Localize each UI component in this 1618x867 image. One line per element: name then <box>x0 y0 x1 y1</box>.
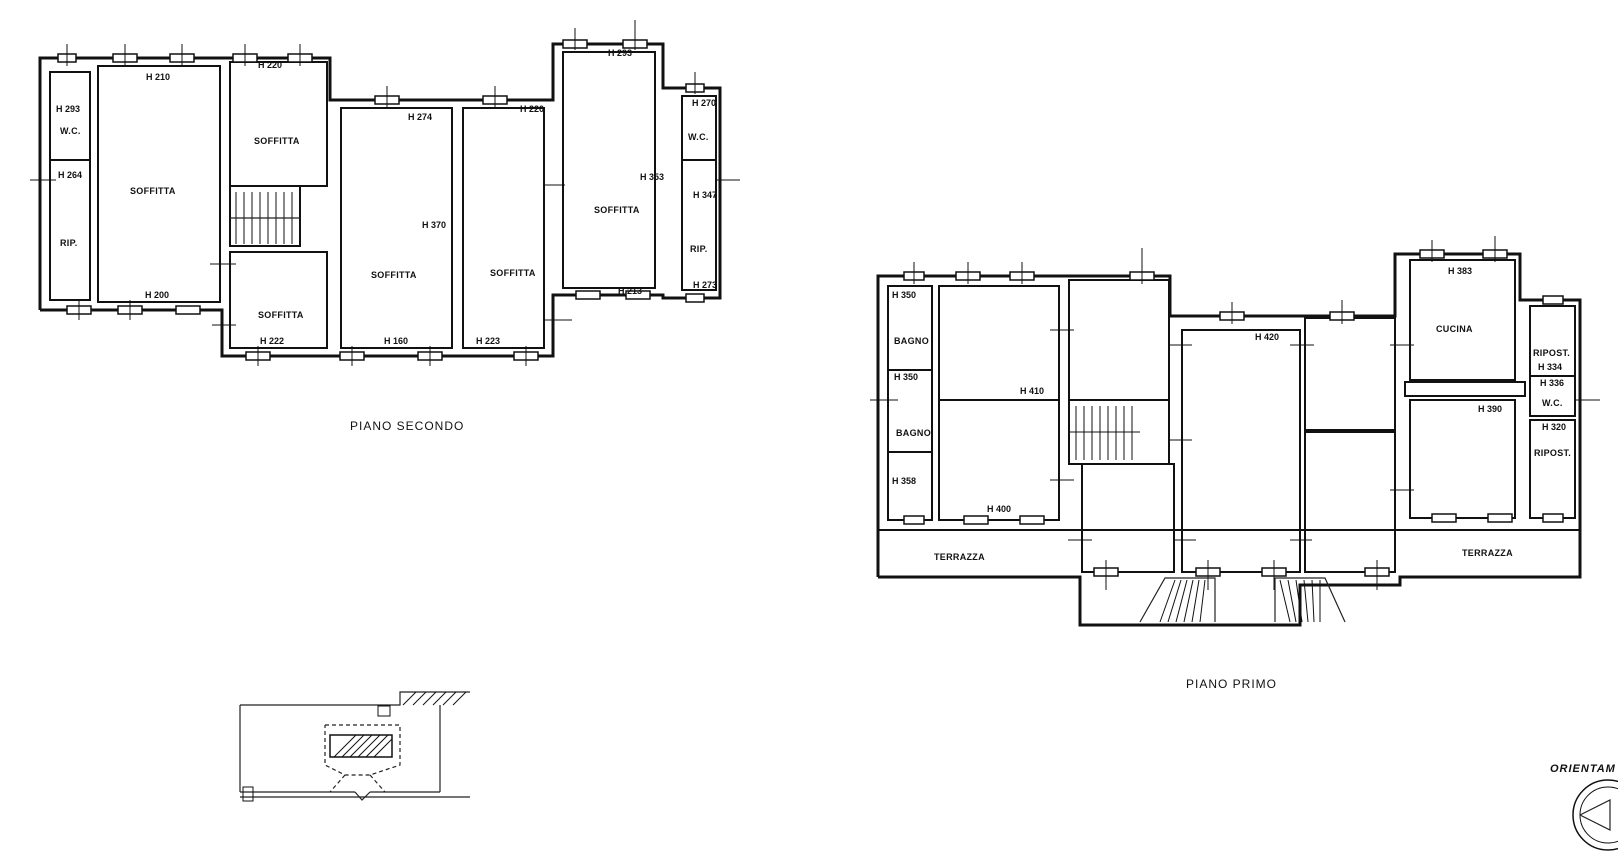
room-label: RIPOST. <box>1534 448 1571 458</box>
room-soffitta-6 <box>562 51 656 289</box>
plan-first-floor: H 350 H 350 H 358 H 410 H 400 H 420 H 38… <box>870 236 1600 691</box>
room-bagno-2 <box>887 369 933 453</box>
room-label: BAGNO <box>894 336 929 346</box>
height-label: H 264 <box>58 170 82 180</box>
room-label: W.C. <box>688 132 709 142</box>
room-label: SOFFITTA <box>254 136 300 146</box>
room-soffitta-2 <box>229 61 328 187</box>
height-label: H 383 <box>1448 266 1472 276</box>
window-markers-first <box>870 236 1600 590</box>
room-soffitta-3 <box>229 251 328 349</box>
room-soffitta-4 <box>340 107 453 349</box>
room-soffitta-1 <box>97 65 221 303</box>
room-label: RIPOST. <box>1533 348 1570 358</box>
room-7 <box>1409 399 1516 519</box>
stair-treads <box>230 192 300 244</box>
room-label: SOFFITTA <box>258 310 304 320</box>
height-label: H 370 <box>422 220 446 230</box>
height-label: H 222 <box>260 336 284 346</box>
orientation-label: ORIENTAM <box>1550 763 1616 775</box>
windows-second <box>57 39 705 361</box>
room-6 <box>1304 431 1396 573</box>
height-label: H 270 <box>692 98 716 108</box>
height-label: H 213 <box>618 286 642 296</box>
room-label: SOFFITTA <box>594 205 640 215</box>
room-2 <box>938 399 1060 521</box>
orientation-compass: ORIENTAM <box>1550 763 1618 851</box>
height-label: H 273 <box>693 280 717 290</box>
room-1 <box>938 285 1060 401</box>
height-label: H 353 <box>640 172 664 182</box>
height-label: H 293 <box>56 104 80 114</box>
corridor <box>1404 381 1526 397</box>
north-marker-icon <box>242 786 254 802</box>
height-label: H 223 <box>476 336 500 346</box>
stair-treads <box>1069 406 1321 623</box>
room-rip-left <box>49 159 91 301</box>
room-small-1 <box>887 451 933 521</box>
stair-second <box>229 185 301 247</box>
outer-wall <box>876 252 1582 627</box>
room-label: W.C. <box>60 126 81 136</box>
room-hall <box>1181 329 1301 573</box>
room-5 <box>1304 317 1396 431</box>
room-cucina <box>1409 259 1516 381</box>
room-label: SOFFITTA <box>490 268 536 278</box>
height-label: H 200 <box>145 290 169 300</box>
room-label: RIP. <box>60 238 78 248</box>
height-label: H 390 <box>1478 404 1502 414</box>
plan-title-second: PIANO SECONDO <box>350 419 464 433</box>
height-label: H 334 <box>1538 362 1562 372</box>
room-wc-left <box>49 71 91 161</box>
height-label: H 347 <box>693 190 717 200</box>
height-label: H 220 <box>520 104 544 114</box>
room-label: CUCINA <box>1436 324 1473 334</box>
room-3 <box>1068 279 1170 401</box>
room-rip-right <box>681 159 717 291</box>
room-label: TERRAZZA <box>934 552 985 562</box>
site-plan <box>239 691 470 802</box>
height-label: H 274 <box>408 112 432 122</box>
room-soffitta-5 <box>462 107 545 349</box>
windows-first <box>903 249 1564 577</box>
height-label: H 320 <box>1542 422 1566 432</box>
plan-title-first: PIANO PRIMO <box>1186 677 1277 691</box>
plan-second-floor: H 293 H 210 H 220 H 274 H 220 H 293 H 27… <box>30 20 740 433</box>
room-label: RIP. <box>690 244 708 254</box>
room-label: SOFFITTA <box>371 270 417 280</box>
height-label: H 350 <box>894 372 918 382</box>
compass-icon <box>1572 779 1618 851</box>
room-ripost-2 <box>1529 419 1576 519</box>
height-label: H 350 <box>892 290 916 300</box>
room-4 <box>1081 463 1175 573</box>
height-label: H 293 <box>608 48 632 58</box>
window-markers-second <box>30 20 740 366</box>
height-label: H 400 <box>987 504 1011 514</box>
height-label: H 336 <box>1540 378 1564 388</box>
room-label: BAGNO <box>896 428 931 438</box>
room-label: SOFFITTA <box>130 186 176 196</box>
height-label: H 160 <box>384 336 408 346</box>
height-label: H 358 <box>892 476 916 486</box>
room-label: W.C. <box>1542 398 1563 408</box>
height-label: H 420 <box>1255 332 1279 342</box>
room-wc <box>1529 375 1576 417</box>
room-label: TERRAZZA <box>1462 548 1513 558</box>
height-label: H 410 <box>1020 386 1044 396</box>
height-label: H 210 <box>146 72 170 82</box>
height-label: H 220 <box>258 60 282 70</box>
